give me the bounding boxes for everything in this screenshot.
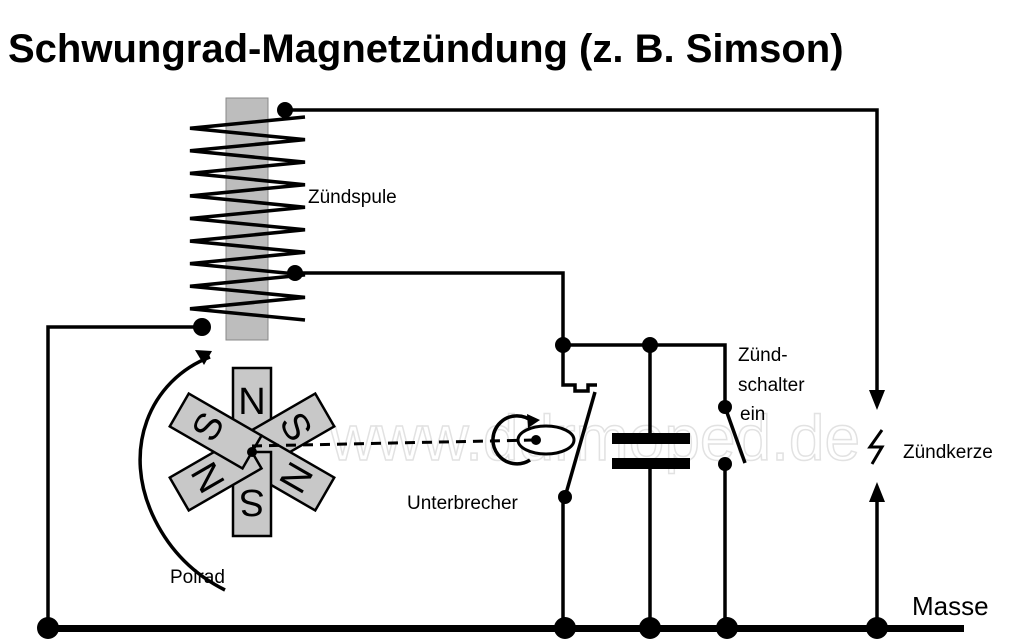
node-coil-tap (287, 265, 303, 281)
node-ground-1 (37, 617, 59, 639)
switch-blade (723, 406, 747, 464)
breaker-fixed-contact (561, 345, 597, 393)
circuit-nodes (37, 102, 888, 639)
cam-rotation-arrow (491, 414, 535, 466)
switch-label-line2: schalter (738, 375, 805, 396)
hv-arrow (869, 390, 885, 410)
spark-plug-label: Zündkerze (903, 442, 993, 463)
magnet-pole-label: N (238, 381, 265, 423)
breaker-label: Unterbrecher (407, 493, 519, 514)
switch-label-line1: Zünd- (738, 345, 788, 366)
junction-bus (563, 343, 727, 405)
node-coil-top (277, 102, 293, 118)
diagram-title: Schwungrad-Magnetzündung (z. B. Simson) (8, 27, 844, 71)
ignition-coil (189, 97, 306, 341)
node-ground-3 (639, 617, 661, 639)
capacitor-plate-top (612, 433, 690, 444)
rotor-rotation-arrow (195, 350, 212, 365)
capacitor-plate-bottom (612, 458, 690, 469)
node-coil-bottom (193, 318, 211, 336)
node-switch-top (718, 400, 732, 414)
cam-arrow-head (527, 414, 540, 428)
cam-axis (531, 435, 541, 445)
plug-ground-arrow (869, 482, 885, 502)
ground-bus (40, 625, 964, 632)
spark-icon (867, 429, 885, 465)
hv-lead (285, 108, 879, 395)
ground-label: Masse (912, 591, 989, 621)
circuit-wires (40, 108, 964, 632)
node-ground-2 (554, 617, 576, 639)
mechanical-coupling (251, 438, 537, 448)
coil-ground-lead (46, 325, 200, 628)
rotor-rotation-arc (138, 355, 226, 592)
coil-winding (189, 115, 306, 322)
primary-lead (295, 271, 565, 345)
capacitor (612, 433, 690, 469)
breaker-cam (516, 424, 576, 456)
node-ground-4 (716, 617, 738, 639)
watermark: www.ddrmoped.de (329, 402, 860, 474)
rotor-axis (247, 447, 257, 457)
node-junction-left (555, 337, 571, 353)
coil-core (225, 97, 269, 341)
breaker-lever (563, 391, 597, 498)
rotor-label: Polrad (170, 567, 225, 588)
node-junction-cap (642, 337, 658, 353)
node-switch-bottom (718, 457, 732, 471)
magnet-pole-label: S (239, 481, 264, 523)
ignition-switch (723, 406, 747, 464)
coil-label: Zündspule (308, 187, 397, 208)
breaker (491, 345, 597, 498)
switch-label-line3: ein (740, 404, 765, 425)
spark-plug (867, 429, 885, 465)
node-breaker-bottom (558, 490, 572, 504)
node-ground-5 (866, 617, 888, 639)
